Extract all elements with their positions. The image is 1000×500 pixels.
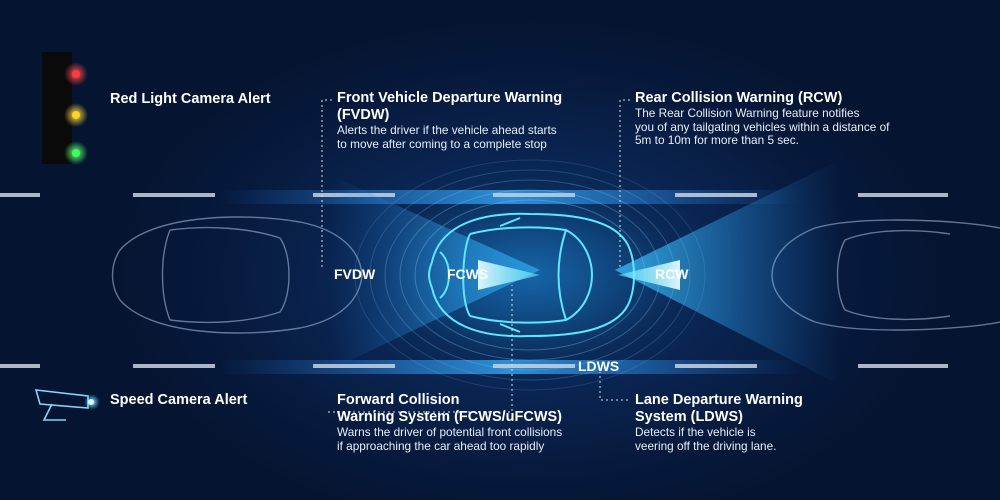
ldws-info: Lane Departure Warning System (LDWS) Det… <box>635 392 803 453</box>
ldws-desc-line1: Detects if the vehicle is <box>635 425 756 439</box>
speed-camera-icon <box>34 389 100 421</box>
rcw-desc-line2: you of any tailgating vehicles within a … <box>635 119 890 134</box>
rear-sensor-cone <box>618 260 680 290</box>
rear-vehicle-icon <box>771 219 1000 331</box>
main-car-icon <box>428 212 635 338</box>
traffic-light-icon <box>42 52 88 165</box>
lane-markings-bottom <box>0 364 948 368</box>
rcw-info: Rear Collision Warning (RCW) The Rear Co… <box>635 90 889 148</box>
fvdw-title-line2: (FVDW) <box>337 107 390 123</box>
red-light-alert-label: Red Light Camera Alert <box>110 91 271 107</box>
fvdw-desc-line1: Alerts the driver if the vehicle ahead s… <box>337 123 557 137</box>
fvdw-desc-line2: to move after coming to a complete stop <box>337 136 547 151</box>
fcws-title-line2: Warning System (FCWS/uFCWS) <box>337 409 563 425</box>
rcw-desc-line3: 5m to 10m for more than 5 sec. <box>635 133 799 147</box>
ldws-desc-line2: veering off the driving lane. <box>635 438 777 453</box>
ldws-label: LDWS <box>578 358 620 374</box>
speed-camera-alert-label: Speed Camera Alert <box>110 392 248 408</box>
front-vehicle-icon <box>111 216 363 334</box>
fcws-label: FCWS <box>447 266 489 282</box>
fcws-title-line1: Forward Collision <box>337 392 460 408</box>
fcws-info: Forward Collision Warning System (FCWS/u… <box>337 392 562 453</box>
rcw-desc-line1: The Rear Collision Warning feature notif… <box>635 106 860 120</box>
fvdw-info: Front Vehicle Departure Warning (FVDW) A… <box>337 90 562 151</box>
rcw-label: RCW <box>655 266 689 282</box>
front-sensor-cone <box>478 260 540 290</box>
rcw-title: Rear Collision Warning (RCW) <box>635 90 843 106</box>
ldws-title-line1: Lane Departure Warning <box>635 392 803 408</box>
fcws-desc-line1: Warns the driver of potential front coll… <box>337 425 563 439</box>
fcws-desc-line2: if approaching the car ahead too rapidly <box>337 438 545 453</box>
rear-radar-beam <box>615 160 840 385</box>
leader-lines <box>321 99 630 413</box>
fvdw-label: FVDW <box>334 266 376 282</box>
fvdw-title-line1: Front Vehicle Departure Warning <box>337 90 563 106</box>
ldws-title-line2: System (LDWS) <box>635 409 743 425</box>
